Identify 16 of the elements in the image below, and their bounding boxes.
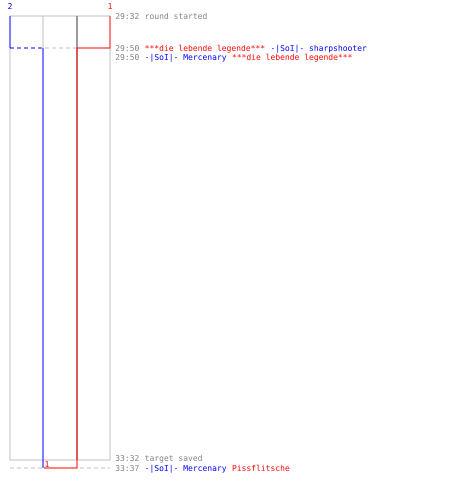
- team-number: 1: [46, 461, 49, 467]
- team-number: 2: [8, 3, 12, 9]
- timestamp: 29:32: [116, 12, 139, 20]
- event-text: target saved: [145, 454, 202, 463]
- player-name: -|SoI|- sharpshooter: [272, 44, 367, 53]
- player-name: Pissflitsche: [232, 464, 290, 472]
- player-name: -|SoI|- Mercenary: [146, 464, 226, 473]
- player-name: ***die lebende legende***: [145, 44, 264, 53]
- player-name: ***die lebende legende***: [232, 54, 352, 62]
- team-number: 1: [108, 3, 112, 9]
- event-text: round started: [146, 12, 207, 20]
- player-name: -|SoI|- Mercenary: [146, 54, 226, 62]
- timestamp: 33:37: [116, 464, 139, 472]
- timestamp: 33:32: [116, 454, 139, 462]
- timestamp: 29:50: [116, 54, 139, 60]
- timestamp: 29:50: [116, 44, 139, 52]
